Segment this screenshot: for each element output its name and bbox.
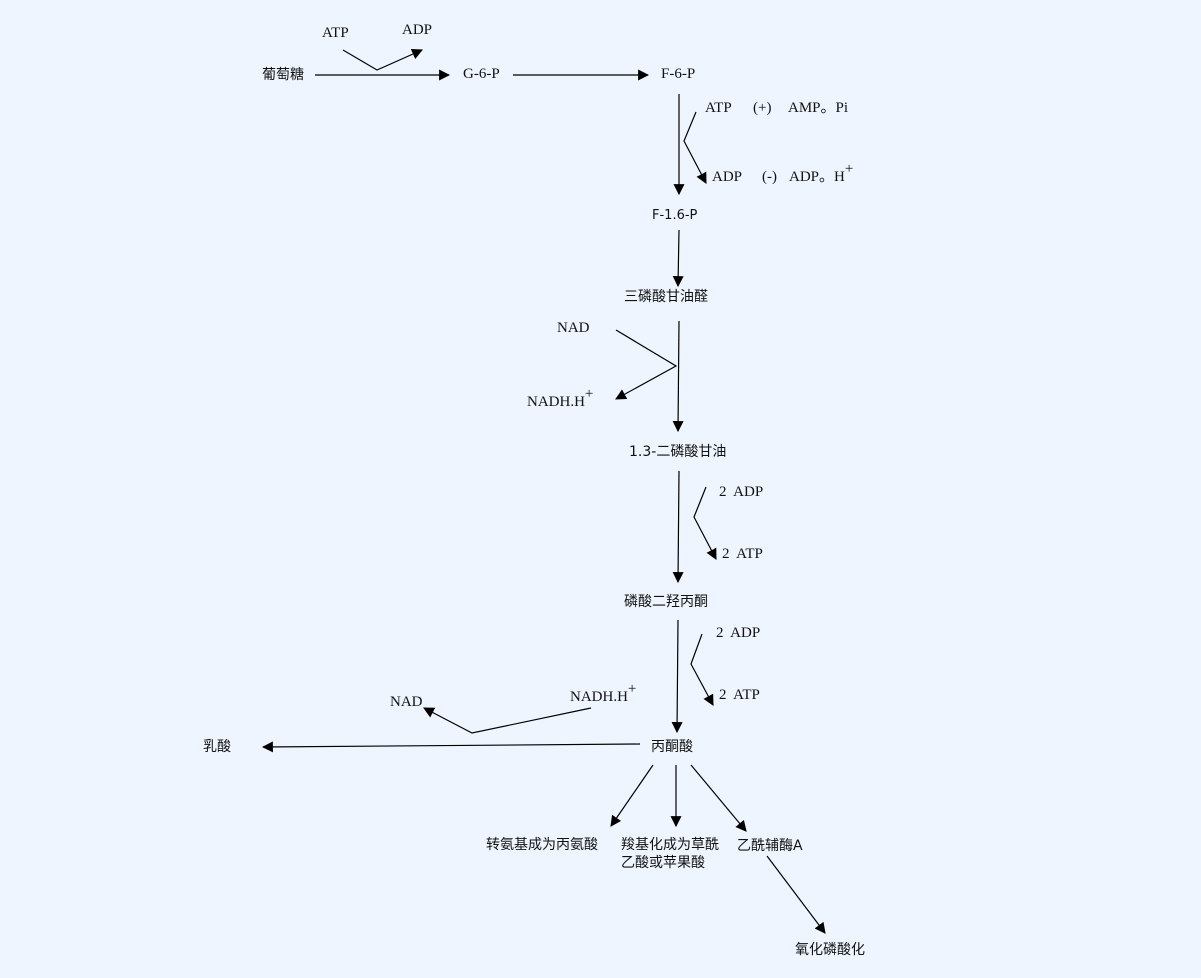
- node-f16p: F-1.6-P: [652, 208, 698, 223]
- node-dhap: 磷酸二羟丙酮: [624, 594, 708, 610]
- edge-pyruvate-acetylcoa: [690, 764, 747, 832]
- cofactor-arrow-nad-nadh: [615, 329, 678, 400]
- cofactor-arrow-pk: [690, 633, 714, 706]
- node-acetyl-coa: 乙酰辅酶A: [737, 838, 803, 854]
- edge-bpg-dhap: [672, 470, 684, 584]
- cofactor-pfk-activators: AMP。Pi: [788, 100, 849, 116]
- cofactor-ldh-nadh: NADH.H+: [570, 681, 637, 705]
- edge-pyruvate-lactate: [261, 741, 641, 753]
- edge-pyruvate-alanine: [610, 764, 654, 827]
- cofactor-arrow-ldh: [423, 707, 592, 734]
- cofactor-pgk-adp: 2 ADP: [719, 484, 764, 500]
- node-oxaloacetate-line1: 羧基化成为草酰: [621, 837, 719, 853]
- node-pyruvate: 丙酮酸: [651, 739, 693, 755]
- cofactor-pfk-adp: ADP: [712, 169, 743, 185]
- cofactor-arrow-pgk: [693, 486, 717, 560]
- node-lactate: 乳酸: [203, 739, 231, 755]
- edge-acetylcoa-oxphos: [766, 855, 826, 934]
- node-oxaloacetate-line2: 乙酸或苹果酸: [621, 855, 705, 871]
- cofactor-pfk-plus: (+): [753, 100, 772, 116]
- node-oxphos: 氧化磷酸化: [795, 942, 865, 958]
- node-g3p: 三磷酸甘油醛: [624, 289, 708, 305]
- edge-f16p-g3p: [672, 229, 684, 288]
- edge-dhap-pyruvate: [671, 619, 683, 734]
- cofactor-pk-adp: 2 ADP: [716, 625, 761, 641]
- cofactor-gapdh-nadh: NADH.H+: [527, 386, 594, 410]
- node-bpg: 1.3-二磷酸甘油: [629, 444, 727, 460]
- cofactor-pfk-atp: ATP: [705, 100, 732, 116]
- node-alanine: 转氨基成为丙氨酸: [486, 837, 598, 853]
- node-glucose: 葡萄糖: [262, 67, 304, 83]
- cofactor-ldh-nad: NAD: [390, 694, 423, 710]
- cofactor-arrow-pfk: [683, 111, 707, 184]
- cofactor-gapdh-nad: NAD: [557, 320, 590, 336]
- cofactor-pfk-minus: (-): [762, 169, 777, 185]
- cofactor-arrow-atp-adp: [342, 48, 424, 71]
- cofactor-pk-atp: 2 ATP: [719, 687, 760, 703]
- cofactor-pgk-atp: 2 ATP: [722, 546, 763, 562]
- node-g6p: G-6-P: [463, 66, 500, 82]
- cofactor-atp: ATP: [322, 25, 349, 41]
- edge-g3p-bpg: [672, 320, 684, 433]
- cofactor-pfk-inhibitors: ADP。H+: [789, 161, 854, 185]
- node-f6p: F-6-P: [661, 66, 696, 82]
- cofactor-adp: ADP: [402, 22, 433, 38]
